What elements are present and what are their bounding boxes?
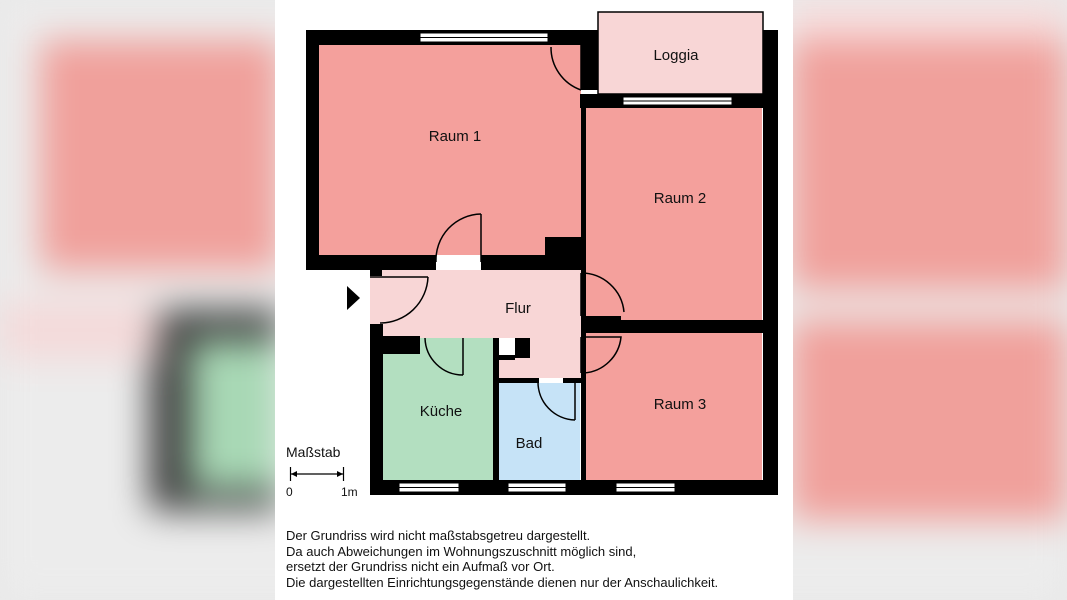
room-raum1-fill bbox=[319, 45, 581, 255]
label-loggia: Loggia bbox=[653, 47, 699, 64]
room-kueche-fill bbox=[383, 338, 493, 480]
label-kueche: Küche bbox=[420, 403, 463, 420]
label-raum2: Raum 2 bbox=[654, 190, 707, 207]
room-raum2-fill bbox=[586, 108, 762, 320]
label-bad: Bad bbox=[516, 435, 543, 452]
disclaimer-line: Die dargestellten Einrichtungsgegenständ… bbox=[286, 574, 719, 590]
label-flur: Flur bbox=[505, 300, 531, 317]
disclaimer-line: Da auch Abweichungen im Wohnungszuschnit… bbox=[286, 543, 637, 559]
room-loggia-fill bbox=[598, 12, 763, 94]
label-raum3: Raum 3 bbox=[654, 396, 707, 413]
room-bad-fill bbox=[499, 383, 580, 480]
doors bbox=[370, 45, 625, 421]
scale-start: 0 bbox=[286, 485, 293, 499]
scale-bar: Maßstab 0 1m bbox=[286, 444, 358, 499]
disclaimer: Der Grundriss wird nicht maßstabsgetreu … bbox=[286, 528, 786, 590]
room-raum3-fill bbox=[586, 333, 762, 480]
loggia-outline bbox=[597, 11, 764, 95]
label-raum1: Raum 1 bbox=[429, 128, 482, 145]
scale-end: 1m bbox=[341, 485, 358, 499]
entrance-arrow-icon bbox=[347, 286, 360, 310]
scale-title: Maßstab bbox=[286, 444, 341, 460]
disclaimer-line: Der Grundriss wird nicht maßstabsgetreu … bbox=[286, 528, 591, 543]
disclaimer-line: ersetzt der Grundriss nicht ein Aufmaß v… bbox=[286, 559, 555, 574]
